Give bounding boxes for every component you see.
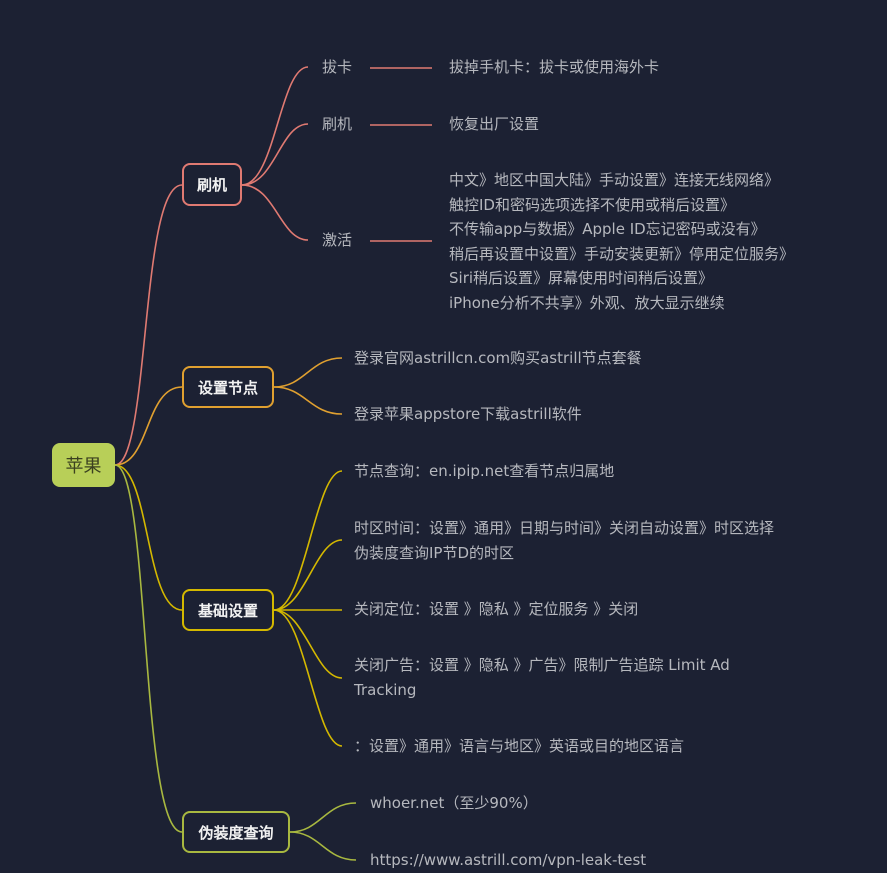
node-disable-ads[interactable]: 关闭广告：设置 》隐私 》广告》限制广告追踪 Limit Ad Tracking	[354, 653, 730, 702]
root-label: 苹果	[65, 456, 102, 477]
root-node[interactable]: 苹果	[52, 443, 115, 487]
node-remove-card[interactable]: 拔卡	[322, 58, 353, 76]
detail-line: 稍后再设置中设置》手动安装更新》停用定位服务》	[449, 244, 795, 263]
branch-node-flash[interactable]: 刷机	[182, 163, 242, 206]
node-download-astrill[interactable]: 登录苹果appstore下载astrill软件	[354, 405, 582, 423]
node-buy-astrill[interactable]: 登录官网astrillcn.com购买astrill节点套餐	[354, 349, 642, 367]
detail-line: 中文》地区中国大陆》手动设置》连接无线网络》	[449, 171, 780, 189]
branch-node-disguise-check[interactable]: 伪装度查询	[182, 811, 290, 853]
node-timezone[interactable]: 时区时间：设置》通用》日期与时间》关闭自动设置》时区选择 伪装度查询IP节D的时…	[354, 516, 774, 565]
text-line: Tracking	[354, 680, 417, 699]
node-flash-detail[interactable]: 恢复出厂设置	[449, 115, 540, 133]
text-line: 伪装度查询IP节D的时区	[354, 543, 515, 562]
node-whoer[interactable]: whoer.net（至少90%）	[370, 794, 538, 812]
branch-node-setup-node[interactable]: 设置节点	[182, 366, 274, 408]
node-language[interactable]: ：设置》通用》语言与地区》英语或目的地区语言	[354, 737, 685, 755]
branch-label: 基础设置	[197, 601, 258, 620]
node-activate[interactable]: 激活	[322, 231, 353, 249]
branch-node-basic-settings[interactable]: 基础设置	[182, 589, 274, 631]
detail-line: iPhone分析不共享》外观、放大显示继续	[449, 293, 725, 312]
node-remove-card-detail[interactable]: 拔掉手机卡：拔卡或使用海外卡	[449, 58, 660, 76]
detail-line: 触控ID和密码选项选择不使用或稍后设置》	[449, 195, 735, 214]
node-leak-test[interactable]: https://www.astrill.com/vpn-leak-test	[370, 851, 647, 869]
branch-label: 设置节点	[197, 378, 258, 397]
node-flash[interactable]: 刷机	[322, 115, 353, 133]
branch-label: 刷机	[196, 176, 227, 194]
node-disable-location[interactable]: 关闭定位：设置 》隐私 》定位服务 》关闭	[354, 600, 639, 618]
node-activate-detail[interactable]: 中文》地区中国大陆》手动设置》连接无线网络》 触控ID和密码选项选择不使用或稍后…	[449, 168, 794, 315]
text-line: 时区时间：设置》通用》日期与时间》关闭自动设置》时区选择	[354, 519, 775, 537]
node-ip-lookup[interactable]: 节点查询：en.ipip.net查看节点归属地	[354, 462, 615, 480]
text-line: 关闭广告：设置 》隐私 》广告》限制广告追踪 Limit Ad	[354, 656, 730, 674]
detail-line: 不传输app与数据》Apple ID忘记密码或没有》	[449, 220, 766, 238]
branch-label: 伪装度查询	[198, 823, 274, 842]
detail-line: Siri稍后设置》屏幕使用时间稍后设置》	[449, 269, 714, 287]
